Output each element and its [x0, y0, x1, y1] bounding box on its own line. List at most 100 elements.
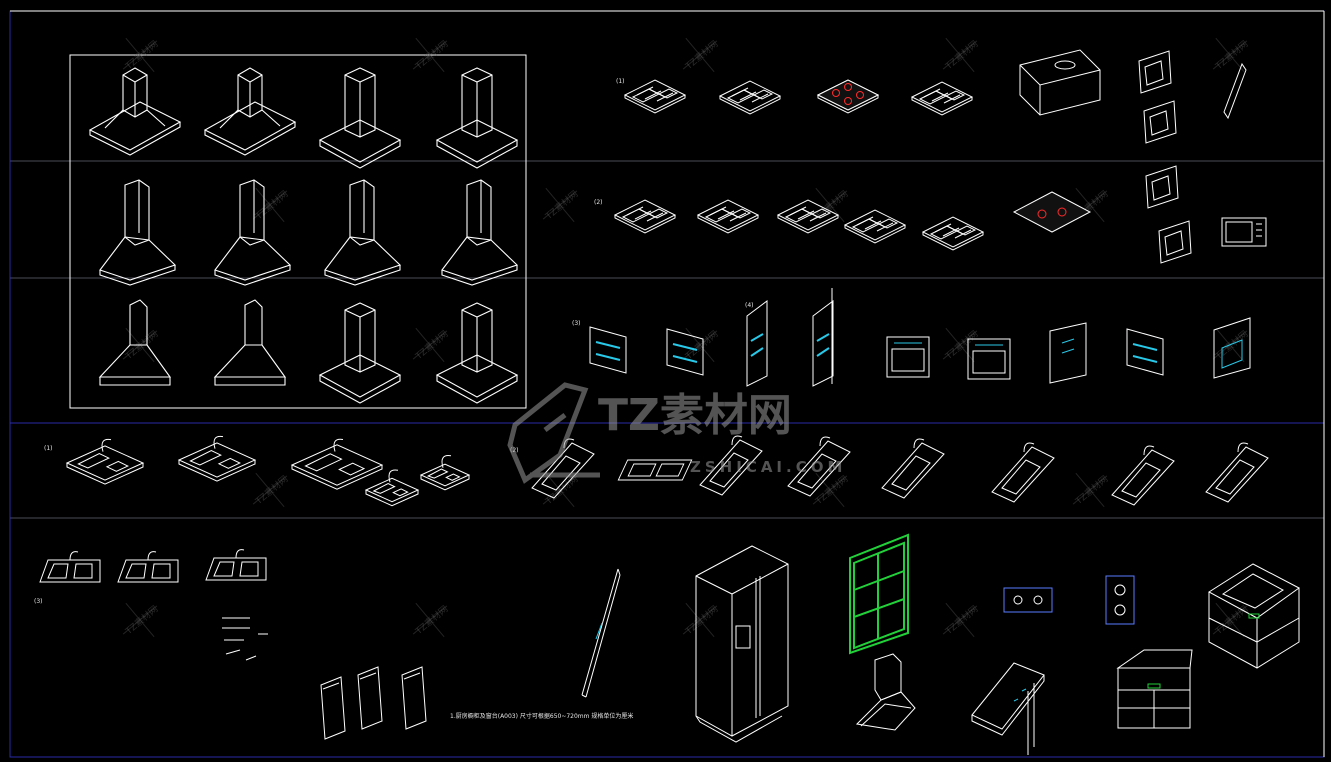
- window-note: 1.厨房橱柜及窗台(A003) 尺寸可根据650~720mm 规格单位为厘米: [450, 712, 633, 720]
- extractor-hood-icon[interactable]: [1019, 49, 1101, 116]
- oven-icon[interactable]: [746, 300, 768, 387]
- burner-icon: [844, 83, 852, 91]
- faucet-icon: [101, 438, 112, 452]
- range-hood-icon[interactable]: [98, 299, 172, 386]
- sink-icon[interactable]: [39, 551, 101, 583]
- counter-stove-icon[interactable]: [971, 662, 1045, 755]
- svg-text:TZ素材网: TZ素材网: [942, 603, 980, 638]
- svg-text:TZ素材网: TZ素材网: [682, 38, 720, 73]
- range-hood-icon[interactable]: [214, 179, 292, 286]
- bottom-row-group[interactable]: [39, 533, 1300, 755]
- sink-icon[interactable]: [991, 442, 1055, 503]
- handle-set-icon[interactable]: [222, 617, 268, 661]
- faucet-icon: [441, 455, 452, 468]
- range-hood-icon[interactable]: [99, 179, 177, 286]
- range-hood-icon[interactable]: [324, 179, 402, 286]
- oven-group[interactable]: [589, 300, 1251, 387]
- sink-icon[interactable]: [177, 435, 257, 482]
- grid-lines: [10, 160, 1324, 519]
- watermark-tile: TZ素材网: [942, 37, 980, 73]
- sink-icon[interactable]: [1105, 575, 1135, 625]
- refrigerator-icon[interactable]: [695, 545, 789, 743]
- gas-stove-icon[interactable]: [1003, 587, 1053, 613]
- gas-stove-icon[interactable]: [776, 199, 840, 234]
- oven-icon[interactable]: [589, 326, 627, 374]
- burner-icon: [1013, 595, 1023, 605]
- svg-text:TZ素材网: TZ素材网: [1212, 603, 1250, 638]
- burner-icon: [856, 91, 864, 99]
- sink-icon[interactable]: [1205, 442, 1269, 503]
- burner-icon: [1057, 207, 1067, 217]
- faucet-icon: [235, 549, 245, 559]
- range-hood-icon[interactable]: [318, 302, 402, 404]
- row4-marker: (1): [44, 445, 53, 452]
- oven-icon[interactable]: [1213, 317, 1251, 379]
- range-hood-icon[interactable]: [435, 67, 519, 169]
- gas-stove-icon[interactable]: [613, 199, 677, 234]
- faucet-icon: [388, 469, 399, 483]
- faucet-icon: [819, 436, 831, 447]
- watermark-url: ZSHICAI.COM: [690, 458, 846, 476]
- kitchen-island-icon[interactable]: [1208, 563, 1300, 669]
- sink-icon[interactable]: [617, 459, 693, 481]
- window-icon[interactable]: [849, 533, 909, 655]
- oven-icon[interactable]: [886, 336, 930, 378]
- range-hood-icon[interactable]: [88, 67, 182, 156]
- range-hood-icon[interactable]: [203, 67, 297, 156]
- range-hood-icon[interactable]: [213, 299, 287, 386]
- gas-stove-icon[interactable]: [921, 216, 985, 251]
- gas-stove-icon[interactable]: [696, 199, 760, 234]
- range-hood-icon[interactable]: [318, 67, 402, 169]
- gas-stove-icon[interactable]: [843, 209, 907, 244]
- gas-stove-icon[interactable]: [718, 80, 782, 115]
- microwave-icon[interactable]: [1143, 100, 1177, 144]
- range-hood-icon[interactable]: [855, 653, 916, 731]
- oven-icon[interactable]: [967, 338, 1011, 380]
- gas-stove-icon[interactable]: [910, 81, 974, 116]
- burner-icon: [1037, 209, 1047, 219]
- oven-icon[interactable]: [1126, 328, 1164, 376]
- sink-group[interactable]: [65, 435, 1269, 507]
- sink-icon[interactable]: [419, 455, 471, 491]
- range-hood-group[interactable]: [88, 67, 519, 404]
- range-hood-icon[interactable]: [441, 179, 519, 286]
- cabinet-door-icon[interactable]: [357, 666, 383, 730]
- cabinet-door-icon[interactable]: [401, 666, 427, 730]
- sink-icon[interactable]: [205, 549, 267, 581]
- range-hood-icon[interactable]: [435, 302, 519, 404]
- sink-icon[interactable]: [364, 469, 420, 507]
- cabinet-door-icon[interactable]: [320, 676, 346, 740]
- microwave-icon[interactable]: [1138, 50, 1172, 94]
- svg-text:TZ素材网: TZ素材网: [412, 328, 450, 363]
- faucet-icon: [1143, 445, 1155, 456]
- oven-icon[interactable]: [1049, 322, 1087, 384]
- sink-icon[interactable]: [787, 436, 851, 497]
- gas-stove-group[interactable]: [613, 49, 1267, 264]
- kitchen-island-icon[interactable]: [1116, 649, 1193, 729]
- svg-text:TZ素材网: TZ素材网: [942, 328, 980, 363]
- watermark-logo-icon: [507, 382, 600, 484]
- window-icon[interactable]: [581, 568, 621, 698]
- row2-marker: (2): [594, 199, 603, 206]
- faucet-icon: [147, 551, 157, 561]
- sink-icon[interactable]: [1111, 445, 1175, 506]
- watermark-tile: TZ素材网: [682, 37, 720, 73]
- sink-icon[interactable]: [881, 438, 945, 499]
- sink-icon[interactable]: [290, 438, 384, 490]
- microwave-icon[interactable]: [1145, 165, 1179, 209]
- oven-icon[interactable]: [666, 328, 704, 376]
- wall-panel-icon[interactable]: [1223, 62, 1247, 120]
- watermark-tile: TZ素材网: [542, 187, 580, 223]
- gas-stove-icon[interactable]: [623, 79, 687, 114]
- gas-stove-icon[interactable]: [816, 79, 880, 114]
- sink-icon[interactable]: [117, 551, 179, 583]
- microwave-icon[interactable]: [1221, 217, 1267, 247]
- microwave-icon[interactable]: [1158, 220, 1192, 264]
- oven-icon[interactable]: [812, 300, 834, 387]
- induction-hob-icon[interactable]: [1012, 191, 1092, 233]
- sink-icon[interactable]: [699, 435, 763, 496]
- watermark-tile: TZ素材网: [252, 187, 290, 223]
- sink-icon[interactable]: [65, 438, 145, 485]
